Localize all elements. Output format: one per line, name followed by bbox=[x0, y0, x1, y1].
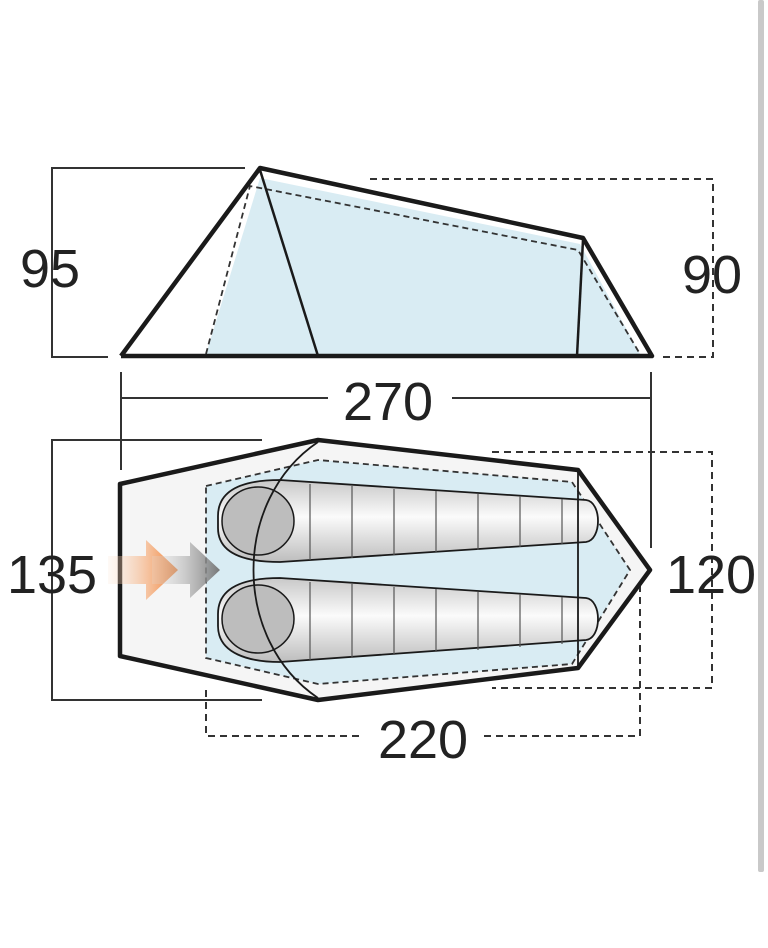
label-height-rear: 90 bbox=[682, 245, 742, 305]
total-length-dimension: 270 bbox=[120, 372, 652, 548]
top-view: 135 120 220 bbox=[7, 437, 756, 770]
dim-line-height-front bbox=[51, 167, 245, 358]
side-rear-pole bbox=[575, 239, 585, 357]
sleeping-bag-top bbox=[217, 479, 599, 563]
top-outer-fly bbox=[117, 437, 653, 703]
dim-line-width-rear bbox=[492, 451, 713, 689]
side-outer-fly bbox=[119, 165, 655, 359]
dim-line-length-inner-right bbox=[484, 560, 641, 737]
label-width-front: 135 bbox=[7, 545, 97, 605]
side-view: 95 90 bbox=[20, 165, 742, 359]
label-width-rear: 120 bbox=[666, 545, 756, 605]
side-inner-tent bbox=[206, 178, 640, 354]
dim-line-width-front bbox=[51, 439, 262, 701]
sleeping-bag-bottom bbox=[217, 577, 599, 663]
side-inner-tent-edge bbox=[205, 184, 641, 355]
side-front-pole bbox=[258, 169, 320, 357]
orange-arrow-icon bbox=[108, 540, 178, 600]
label-height-front: 95 bbox=[20, 239, 80, 299]
top-front-pole-arc bbox=[252, 441, 319, 699]
label-length-total: 270 bbox=[343, 372, 433, 432]
grey-arrow-icon bbox=[152, 542, 220, 598]
scrollbar[interactable] bbox=[758, 0, 764, 872]
label-length-inner: 220 bbox=[378, 710, 468, 770]
dim-line-length-inner bbox=[205, 690, 362, 737]
dim-line-height-rear bbox=[370, 178, 714, 358]
